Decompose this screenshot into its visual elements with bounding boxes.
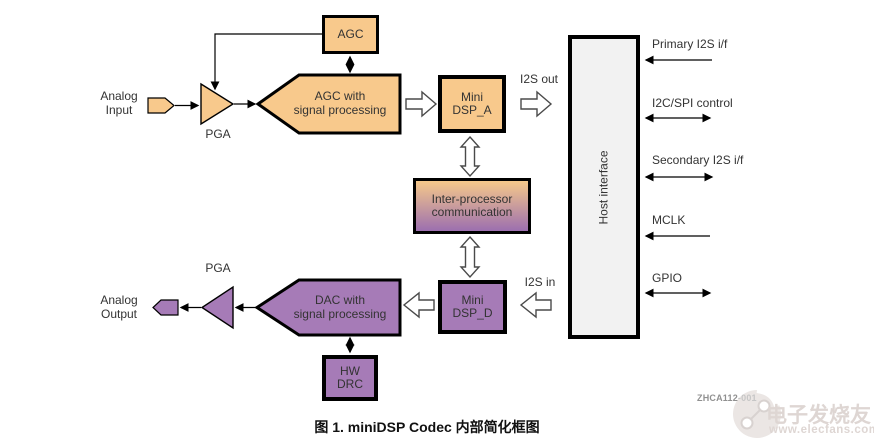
mclk-label: MCLK [652, 213, 686, 227]
i2s-in-block-arrow [519, 291, 552, 319]
primary-i2s-label: Primary I2S i/f [652, 37, 728, 51]
dac-dsp-label: DAC with signal processing [293, 293, 387, 321]
pga-bottom-label: PGA [205, 261, 231, 275]
i2s-out-block-arrow [520, 90, 553, 118]
dspa-interproc-double-block-arrow [459, 135, 481, 178]
i2s-in-label: I2S in [524, 275, 556, 289]
watermark-url: www.elecfans.com [769, 424, 874, 436]
host-interface-label: Host interface [596, 149, 611, 225]
analog-input-arrow-icon [147, 97, 175, 114]
interproc-dspd-double-block-arrow [459, 235, 481, 279]
mini-dsp-d-block: Mini DSP_D [438, 280, 507, 334]
host-interface-block: Host interface [568, 35, 640, 339]
agc-to-dspa-block-arrow [405, 90, 438, 118]
secondary-i2s-label: Secondary I2S i/f [652, 153, 744, 167]
agc-block: AGC [322, 15, 379, 54]
watermark-brand: 电子发烧友 [766, 404, 871, 427]
hw-drc-block: HW DRC [322, 355, 378, 401]
pga-top-label: PGA [205, 127, 231, 141]
mini-dsp-a-block: Mini DSP_A [438, 75, 506, 133]
agc-feedback-line [210, 33, 322, 91]
pga-bottom-triangle [200, 285, 234, 330]
analog-output-label: Analog Output [100, 293, 138, 321]
i2s-out-label: I2S out [519, 72, 559, 86]
analog-input-label: Analog Input [100, 89, 138, 117]
gpio-label: GPIO [652, 271, 683, 285]
dspd-to-dac-block-arrow [402, 291, 435, 319]
figure-caption: 图 1. miniDSP Codec 内部简化框图 [314, 419, 540, 435]
analog-output-arrow-icon [152, 299, 179, 316]
i2c-spi-label: I2C/SPI control [652, 96, 733, 110]
doc-code-suffix: -001 [737, 393, 757, 403]
agc-dsp-label: AGC with signal processing [293, 89, 387, 117]
doc-code-main: ZHCA112 [697, 393, 738, 403]
pga-top-triangle [200, 82, 235, 126]
doc-code: ZHCA112-001 [697, 393, 757, 403]
inter-processor-block: Inter-processor communication [413, 178, 531, 234]
